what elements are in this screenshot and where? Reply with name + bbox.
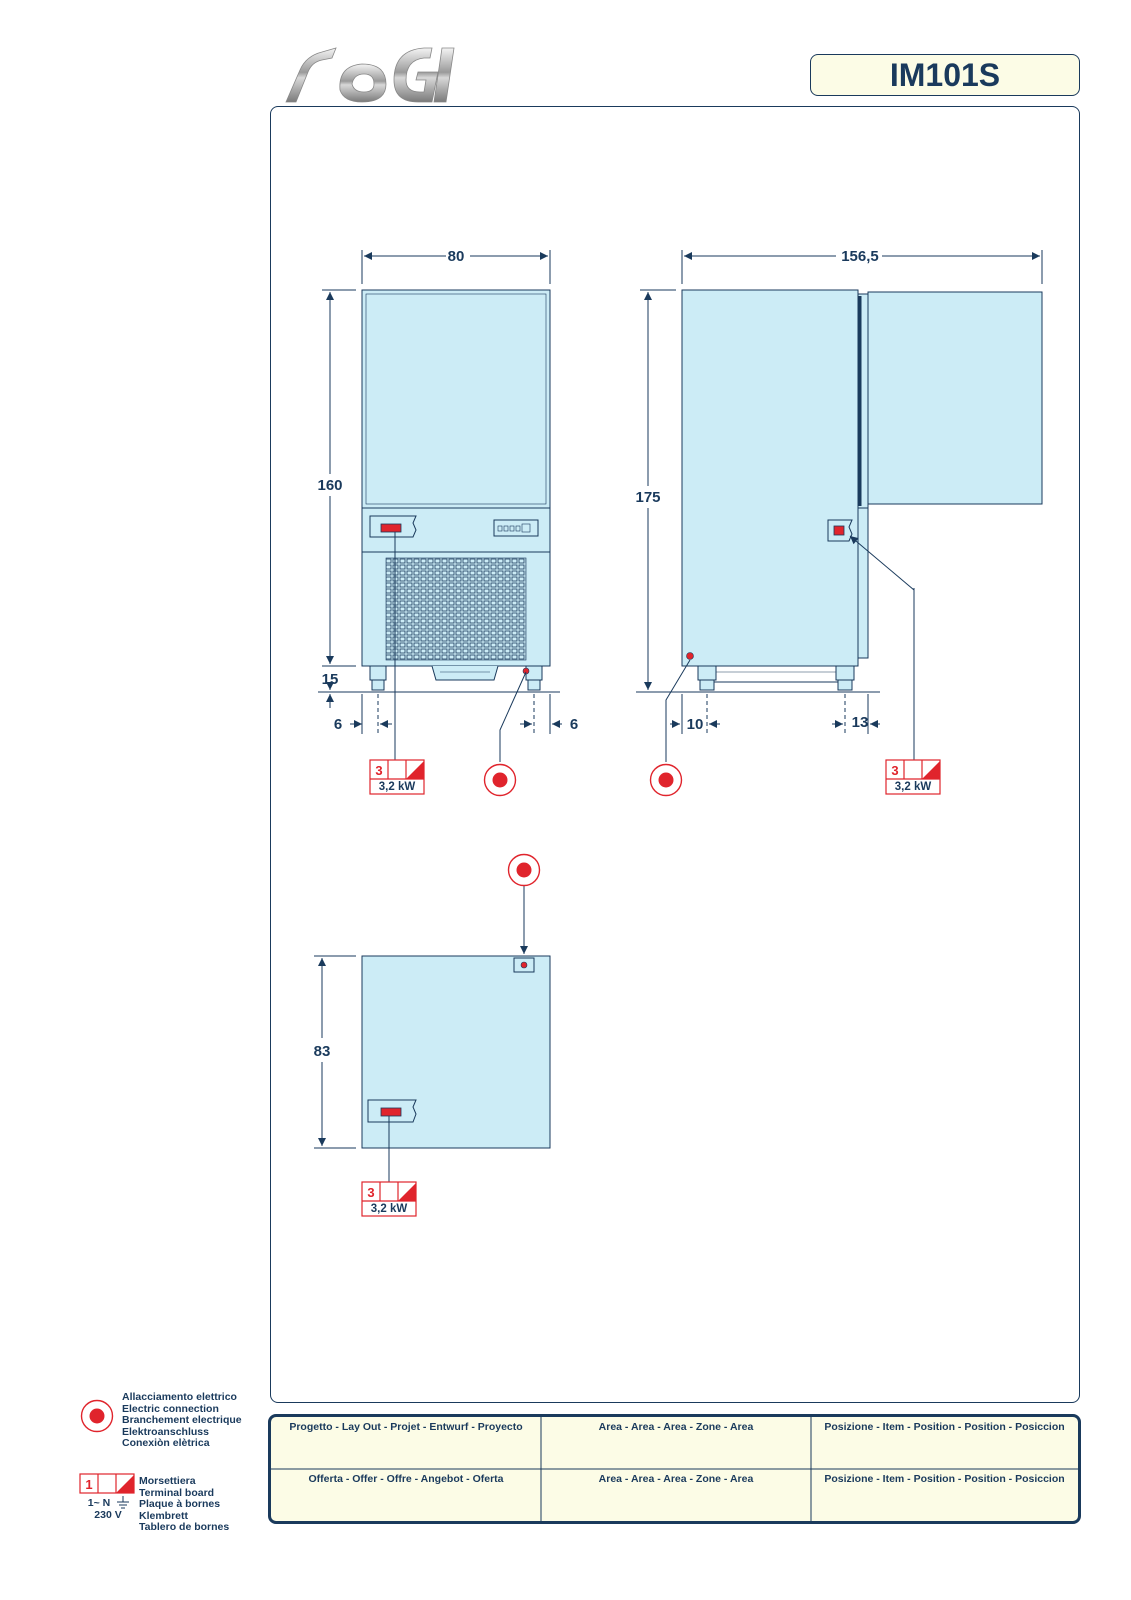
field-project[interactable]: Progetto - Lay Out - Projet - Entwurf - … [289, 1421, 523, 1433]
leader-lines [388, 532, 915, 1182]
dim-front-left-offset: 6 [334, 716, 342, 733]
dim-front-right-offset: 6 [570, 716, 578, 733]
dim-top-depth: 83 [314, 1043, 331, 1060]
field-offer[interactable]: Offerta - Offer - Offre - Angebot - Ofer… [308, 1473, 504, 1485]
title-block: Progetto - Lay Out - Projet - Entwurf - … [268, 1414, 1081, 1524]
tag-power: 3,2 kW [371, 1203, 408, 1215]
field-item-2[interactable]: Posizione - Item - Position - Position -… [824, 1473, 1065, 1485]
sagi-logo [285, 47, 455, 103]
dim-side-height: 175 [635, 489, 660, 506]
terminal-tag-boxes [79, 759, 941, 1494]
legend-terminal-number: 1 [85, 1477, 92, 1492]
drawing-frame [270, 106, 1080, 1403]
legend-electric-connection: Allacciamento elettrico Electric connect… [122, 1391, 242, 1449]
field-area[interactable]: Area - Area - Area - Zone - Area [598, 1421, 754, 1433]
legend-terminal-spec-top: 1~ N [88, 1497, 110, 1509]
dim-side-width: 156,5 [841, 248, 879, 265]
front-view [361, 289, 551, 691]
dim-front-width: 80 [448, 248, 465, 265]
legend-terminal-spec-bottom: 230 V [94, 1509, 121, 1521]
top-view [361, 955, 551, 1149]
tag-phase: 3 [891, 763, 898, 778]
field-item[interactable]: Posizione - Item - Position - Position -… [824, 1421, 1065, 1433]
ground-symbol-icon [117, 1496, 129, 1509]
field-area-2[interactable]: Area - Area - Area - Zone - Area [598, 1473, 754, 1485]
legend-terminal-board: Morsettiera Terminal board Plaque à born… [139, 1475, 230, 1533]
dim-front-height: 160 [317, 477, 342, 494]
tag-power: 3,2 kW [895, 781, 932, 793]
dimension-lines [314, 250, 1043, 1149]
side-view [681, 289, 1043, 691]
electric-connection-symbols [80, 763, 683, 1433]
title-block-grid [271, 1417, 1078, 1521]
dim-side-right-offset: 13 [852, 714, 869, 731]
tag-power: 3,2 kW [379, 781, 416, 793]
dim-front-foot: 15 [322, 671, 339, 688]
tag-phase: 3 [375, 763, 382, 778]
model-title: IM101S [810, 54, 1080, 96]
dim-side-left-offset: 10 [687, 716, 704, 733]
tag-phase: 3 [367, 1185, 374, 1200]
